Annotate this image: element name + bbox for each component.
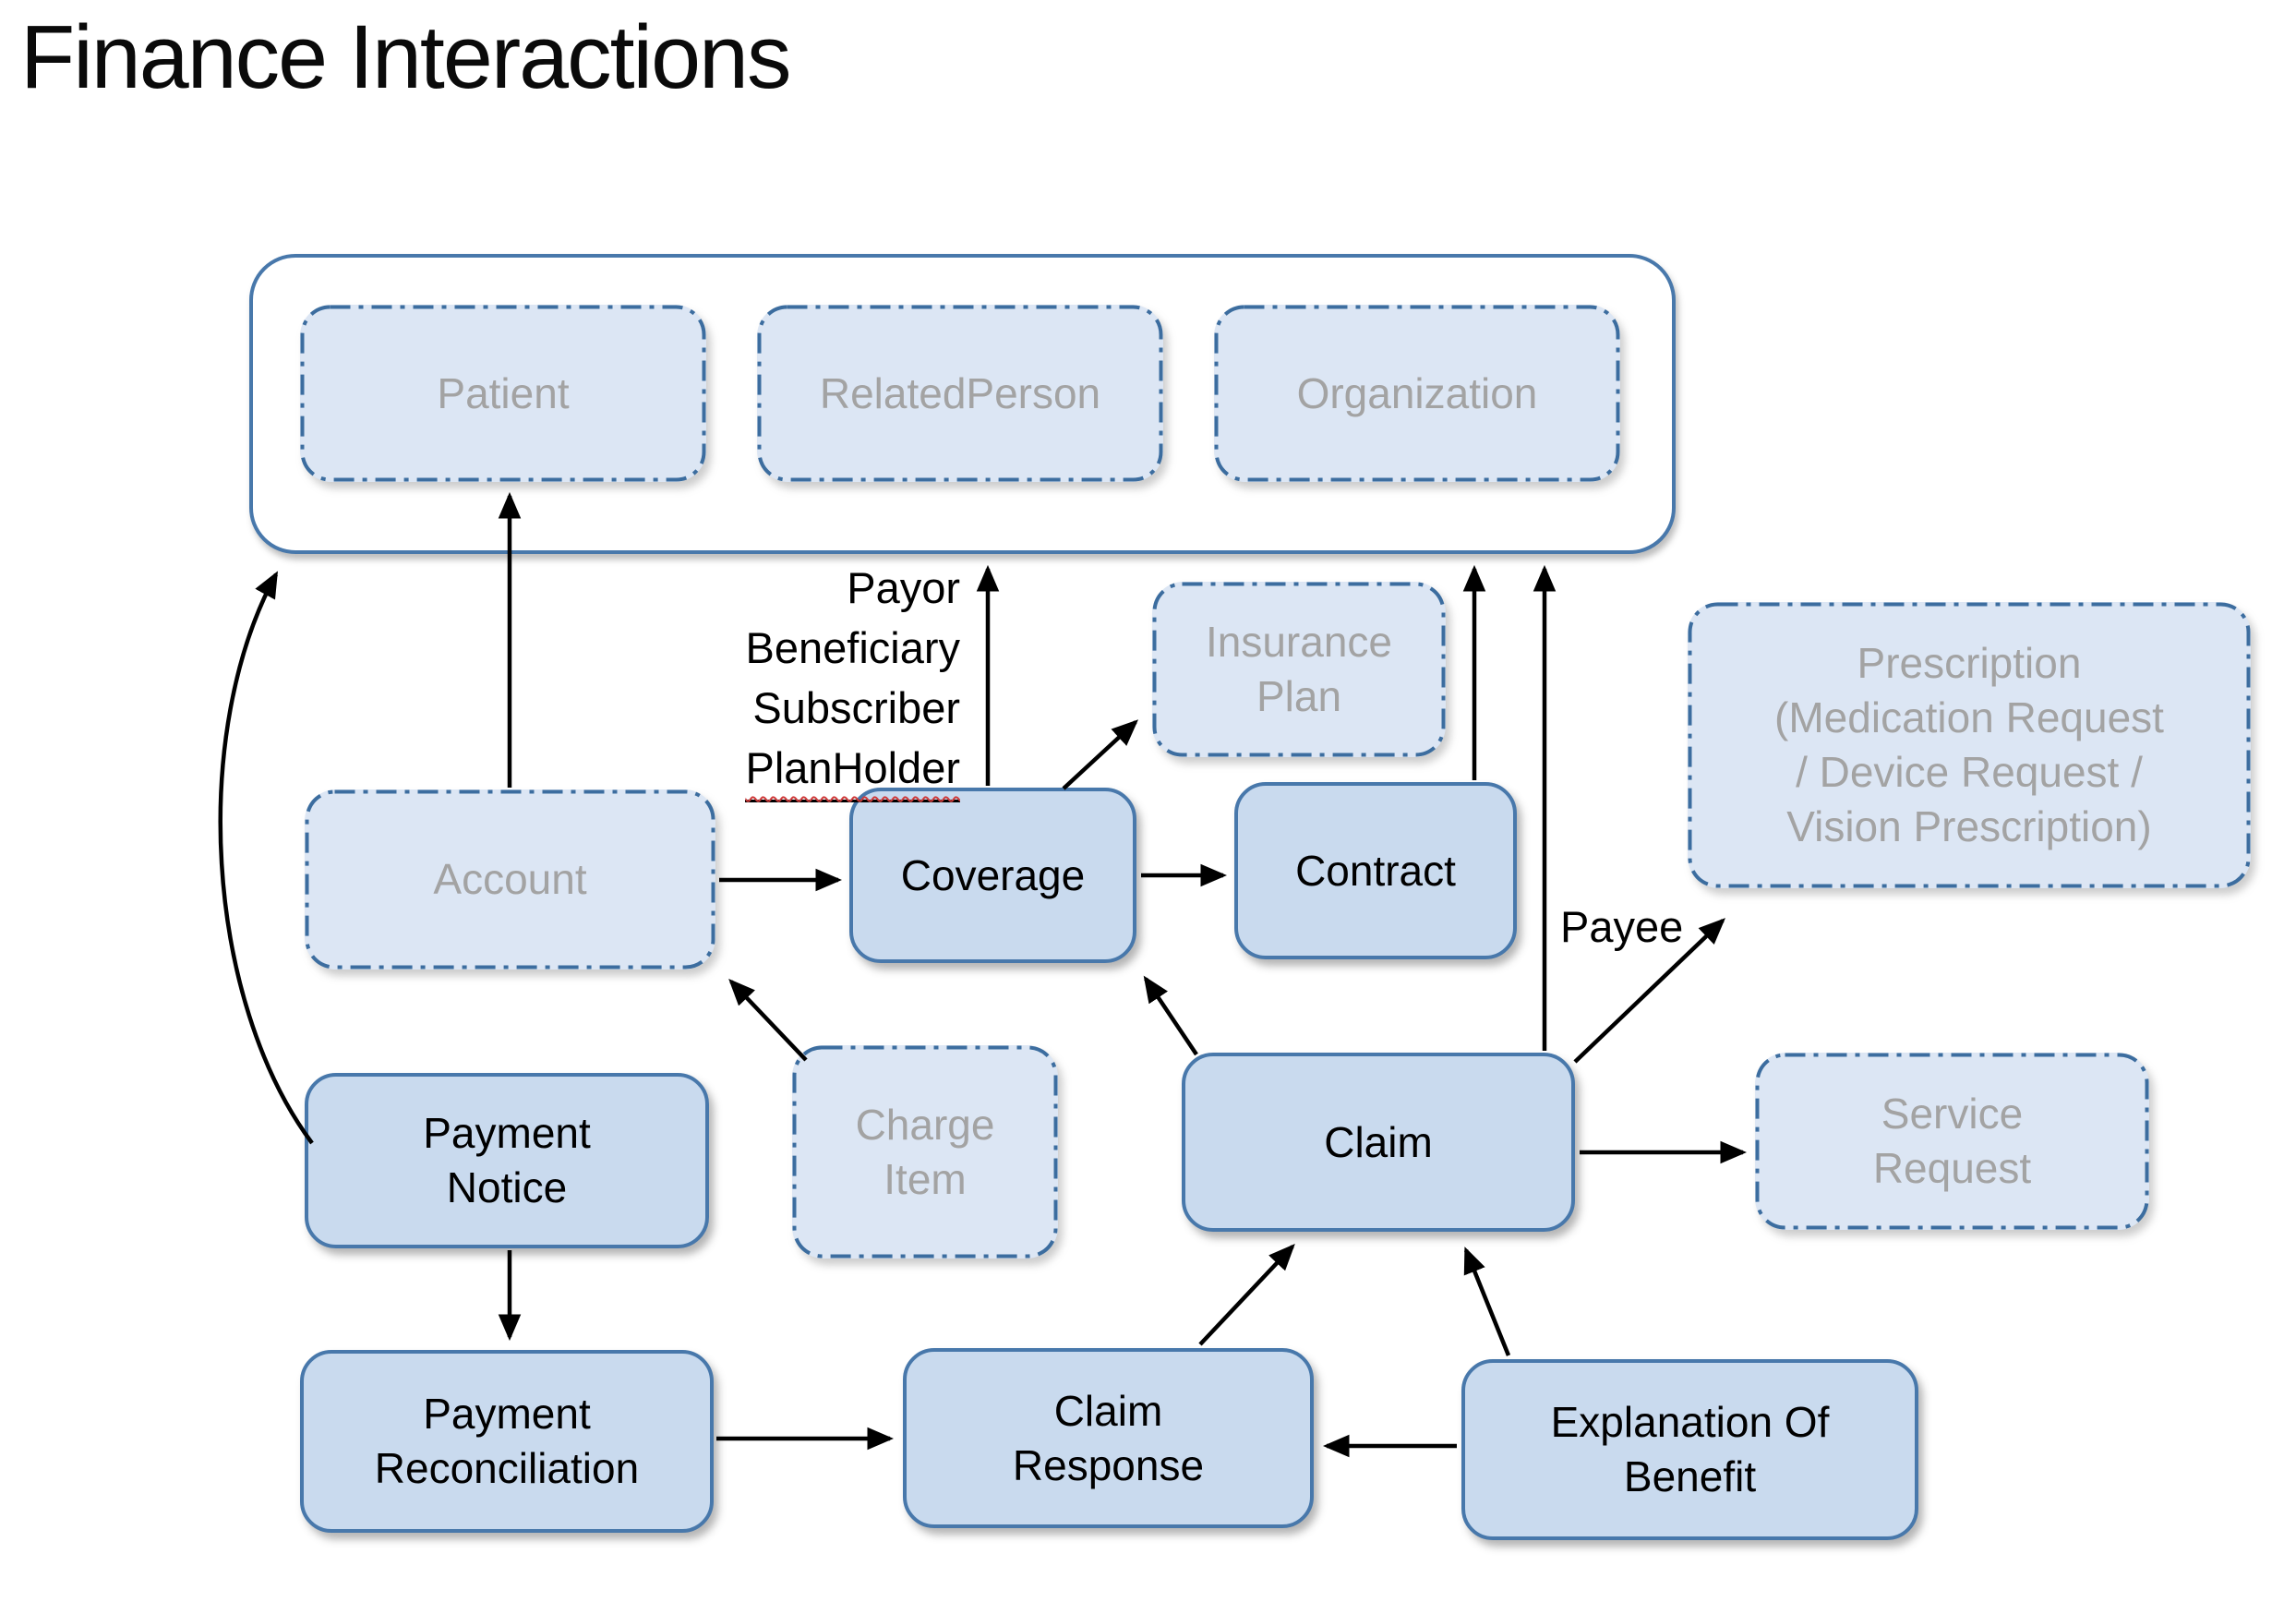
node-label: Claim [1324, 1115, 1433, 1170]
node-prescription: Prescription (Medication Request / Device … [1688, 602, 2251, 888]
node-label: Coverage [901, 849, 1085, 903]
arrow-coverage-to-insurance-plan [1062, 719, 1139, 790]
dash-dot-border [792, 1045, 1058, 1259]
node-label-line: Explanation Of [1550, 1398, 1830, 1447]
dash-dot-border [1214, 305, 1620, 482]
page-title: Finance Interactions [20, 6, 791, 107]
dash-dot-border [300, 305, 706, 482]
node-organization: Organization [1214, 305, 1620, 482]
node-label: Explanation Of Benefit [1551, 1395, 1830, 1504]
node-label-line: Claim [1324, 1117, 1433, 1166]
node-label: Patient [437, 367, 569, 421]
node-label-line: Notice [446, 1163, 568, 1211]
node-contract: Contract [1234, 782, 1517, 959]
node-label-line: Patient [437, 368, 570, 417]
node-label-line: Payment [423, 1390, 591, 1439]
node-label-line: Insurance [1205, 618, 1392, 667]
node-label-line: Service [1881, 1090, 2024, 1138]
node-label-line: Organization [1296, 368, 1538, 417]
arrow-claim-to-coverage [1143, 975, 1198, 1056]
dash-dot-border [1152, 582, 1446, 757]
dash-dot-border [757, 305, 1163, 482]
arrow-payment-notice-to-actors [218, 571, 314, 1145]
node-patient: Patient [300, 305, 706, 482]
node-label-line: Request [1872, 1144, 2032, 1192]
node-label-line: Prescription [1857, 639, 2082, 688]
arrow-claim-response-to-claim [1198, 1244, 1295, 1346]
node-label-line: Claim [1053, 1386, 1163, 1435]
payee-label: Payee [1560, 902, 1684, 951]
node-label-line: Contract [1295, 846, 1456, 895]
node-label-line: Charge [855, 1100, 995, 1149]
node-label-line: Payment [423, 1109, 591, 1158]
node-label-line: Account [433, 855, 587, 904]
node-account: Account [305, 789, 715, 970]
arrow-explanation-of-benefit-to-claim [1463, 1247, 1511, 1356]
node-label-line: Response [1012, 1440, 1205, 1489]
node-related-person: RelatedPerson [757, 305, 1163, 482]
node-label-line: / Device Request / [1796, 748, 2143, 796]
node-claim: Claim [1182, 1053, 1575, 1232]
node-label-line: Item [884, 1154, 967, 1203]
planholder-underlined-label: PlanHolder [745, 738, 960, 802]
coverage-roles-lines: Payor Beneficiary Subscriber [745, 563, 961, 732]
node-label-line: Plan [1256, 672, 1342, 720]
node-label: Contract [1295, 844, 1456, 898]
node-label: Organization [1297, 367, 1538, 421]
node-explanation-of-benefit: Explanation Of Benefit [1461, 1359, 1918, 1540]
node-label-line: Coverage [900, 850, 1086, 899]
node-label-line: Benefit [1623, 1452, 1757, 1500]
node-label-line: Reconciliation [374, 1444, 640, 1492]
node-label: Account [433, 852, 586, 907]
node-label: RelatedPerson [820, 367, 1100, 421]
node-label: Prescription (Medication Request / Device … [1774, 636, 2164, 854]
node-coverage: Coverage [849, 788, 1136, 963]
node-label-line: (Medication Request [1774, 693, 2164, 742]
dash-dot-border [1755, 1053, 2149, 1230]
node-label-line: Vision Prescription) [1786, 801, 2152, 850]
node-label-line: RelatedPerson [819, 368, 1101, 417]
dash-dot-border [1688, 602, 2251, 888]
